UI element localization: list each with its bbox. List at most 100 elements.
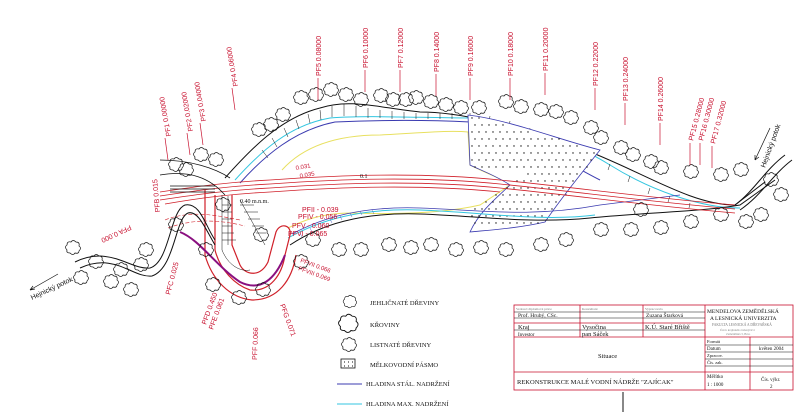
tree-icon bbox=[593, 222, 609, 237]
shallow-zone-dot bbox=[551, 180, 553, 182]
shallow-zone-dot bbox=[548, 201, 550, 203]
order-label: Čís. zak. bbox=[707, 360, 723, 365]
shallow-zone-dot bbox=[523, 180, 525, 182]
tree-icon bbox=[403, 240, 419, 255]
profile-label: PF4 0.06000 bbox=[226, 46, 240, 87]
shallow-zone-dot bbox=[555, 173, 557, 175]
shallow-zone-dot bbox=[579, 152, 581, 154]
profile-label: PFV - 0.060 bbox=[292, 223, 329, 230]
shallow-zone-dot bbox=[499, 159, 501, 161]
tree-icon bbox=[408, 90, 424, 105]
shallow-zone-dot bbox=[474, 222, 476, 224]
profile-label: PFC 0.025 bbox=[165, 261, 180, 295]
shallow-zone-dot bbox=[516, 208, 518, 210]
shallow-zone-dot bbox=[527, 145, 529, 147]
shallow-zone-dot bbox=[516, 166, 518, 168]
title-block: Vedoucí diplomové práce Konzultant Vypra… bbox=[513, 304, 794, 412]
shallow-zone-dot bbox=[548, 187, 550, 189]
legend-item: HLADINA STÁL. NADRŽENÍ bbox=[337, 380, 450, 388]
profile-label: PF5 0.08000 bbox=[316, 36, 323, 76]
tree-icon bbox=[471, 100, 487, 115]
deciduous-tree-icon bbox=[341, 337, 357, 352]
tree-icon bbox=[253, 227, 269, 242]
shallow-zone-dot bbox=[530, 222, 532, 224]
shallow-zone-dot bbox=[516, 152, 518, 154]
shallow-zone-dot bbox=[541, 173, 543, 175]
author-name: Zuzana Štarková bbox=[646, 311, 684, 319]
shallow-zone-dot bbox=[495, 124, 497, 126]
header-supervisor: Vedoucí diplomové práce bbox=[516, 307, 552, 311]
tree-icon bbox=[398, 92, 414, 107]
profile-label: PF14 0.26000 bbox=[658, 77, 665, 121]
shallow-zone-dot bbox=[516, 222, 518, 224]
tree-icon bbox=[448, 242, 464, 257]
investor-value: pan Sáček bbox=[582, 331, 609, 338]
tree-icon bbox=[593, 130, 609, 145]
tree-icon bbox=[168, 217, 184, 232]
shallow-zone-dot bbox=[541, 159, 543, 161]
shallow-zone-dot bbox=[590, 159, 592, 161]
investor-label: Investor bbox=[518, 333, 535, 338]
shallow-zone-dot bbox=[558, 180, 560, 182]
shallow-zone-dot bbox=[544, 208, 546, 210]
processed-label: Zpracov. bbox=[707, 353, 723, 358]
shallow-zone-dot bbox=[523, 166, 525, 168]
legend-item: KŘOVINY bbox=[338, 313, 400, 333]
profile-label: PF6 0.10000 bbox=[363, 28, 370, 68]
shallow-zone-dot bbox=[569, 145, 571, 147]
shallow-zone-dot bbox=[488, 138, 490, 140]
dam-body bbox=[204, 190, 297, 301]
shallow-zone-dot bbox=[502, 208, 504, 210]
scale-value: 1 : 1000 bbox=[707, 383, 724, 388]
shallow-zone-dot bbox=[481, 138, 483, 140]
shallow-zone-dot bbox=[534, 201, 536, 203]
shallow-zone-dot bbox=[516, 138, 518, 140]
shallow-zone-dot bbox=[576, 145, 578, 147]
tree-icon bbox=[423, 94, 439, 109]
drawing-title: Situace bbox=[598, 353, 617, 360]
tree-icon bbox=[498, 242, 514, 257]
date-value: květen 2004 bbox=[759, 347, 784, 352]
shallow-zone-dot bbox=[537, 166, 539, 168]
school-name: MENDELOVA ZEMĚDĚLSKÁ bbox=[707, 307, 779, 315]
pipe-label: 0.035 bbox=[299, 171, 315, 180]
stream-label-left: Hejnický potok bbox=[30, 276, 75, 302]
profile-label: PF1 0.00000 bbox=[159, 96, 173, 137]
shallow-zone-dot bbox=[530, 180, 532, 182]
shallow-zone-dot bbox=[492, 145, 494, 147]
stream-label-right: Hejnický potok bbox=[760, 123, 782, 169]
legend-label: HLADINA MAX. NADRŽENÍ bbox=[366, 400, 449, 408]
shallow-zone-dot bbox=[544, 194, 546, 196]
shallow-zone-dot bbox=[569, 173, 571, 175]
shallow-zone-dot bbox=[513, 187, 515, 189]
tree-icon bbox=[733, 162, 749, 177]
sheet-label: Čís. výkr. bbox=[761, 377, 780, 383]
profile-label: PF3 0.04000 bbox=[194, 81, 208, 122]
shallow-zone-dot bbox=[534, 159, 536, 161]
tree-icon bbox=[138, 242, 154, 257]
project-title: REKONSTRUKCE MALÉ VODNÍ NÁDRŽE "ZAJÍCAK" bbox=[517, 378, 674, 386]
profile-line bbox=[231, 87, 236, 111]
shallow-zone-dot bbox=[478, 117, 480, 119]
shallow-zone-dot bbox=[485, 145, 487, 147]
profile-label: PF11 0.20000 bbox=[543, 27, 550, 71]
shallow-zone-dot bbox=[548, 145, 550, 147]
shallow-zone-dot bbox=[527, 187, 529, 189]
shallow-zone-dot bbox=[551, 208, 553, 210]
shallow-zone-dot bbox=[478, 145, 480, 147]
tree-icon bbox=[713, 167, 729, 182]
shallow-zone-dot bbox=[530, 152, 532, 154]
tree-icon bbox=[533, 237, 549, 252]
tree-icon bbox=[113, 262, 129, 277]
shallow-zone-dot bbox=[583, 159, 585, 161]
shallow-zone-dot bbox=[530, 194, 532, 196]
faculty-name: FAKULTA LESNICKÁ A DŘEVAŘSKÁ bbox=[712, 322, 772, 327]
pipe-label: 0.031 bbox=[295, 163, 311, 172]
legend-item: HLADINA MAX. NADRŽENÍ bbox=[337, 400, 449, 408]
tree-icon bbox=[205, 277, 221, 292]
shallow-zone-dot bbox=[520, 159, 522, 161]
profile-label: PF7 0.12000 bbox=[398, 28, 405, 68]
shallow-zone-dot bbox=[537, 180, 539, 182]
shallow-zone-dot bbox=[478, 131, 480, 133]
